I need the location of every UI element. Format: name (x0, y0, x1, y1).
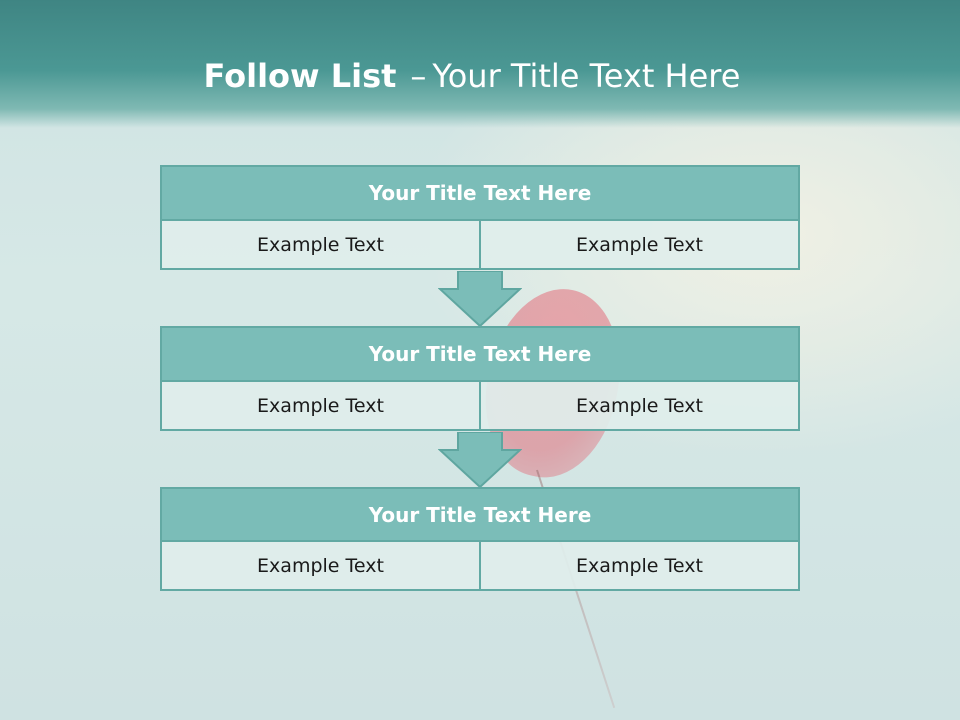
list-block: Your Title Text Here Example Text Exampl… (160, 487, 800, 591)
block-title: Your Title Text Here (160, 487, 800, 542)
block-cell-right: Example Text (479, 542, 798, 589)
block-title: Your Title Text Here (160, 165, 800, 221)
slide-title-separator: – (410, 57, 427, 95)
slide-title-bold: Follow List (203, 57, 397, 95)
list-block: Your Title Text Here Example Text Exampl… (160, 326, 800, 431)
block-cell-left: Example Text (257, 554, 384, 577)
down-arrow-icon (438, 271, 522, 327)
down-arrow-icon (438, 432, 522, 488)
block-cell-right: Example Text (479, 382, 798, 429)
block-cell-right: Example Text (479, 221, 798, 268)
block-row: Example Text Example Text (160, 221, 800, 270)
slide-title: Follow List–Your Title Text Here (0, 52, 952, 100)
header-band (0, 0, 960, 128)
block-title: Your Title Text Here (160, 326, 800, 382)
slide-title-rest: Your Title Text Here (432, 57, 741, 95)
block-cell-left: Example Text (257, 394, 384, 417)
list-block: Your Title Text Here Example Text Exampl… (160, 165, 800, 270)
block-row: Example Text Example Text (160, 382, 800, 431)
block-cell-left: Example Text (257, 233, 384, 256)
block-row: Example Text Example Text (160, 542, 800, 591)
